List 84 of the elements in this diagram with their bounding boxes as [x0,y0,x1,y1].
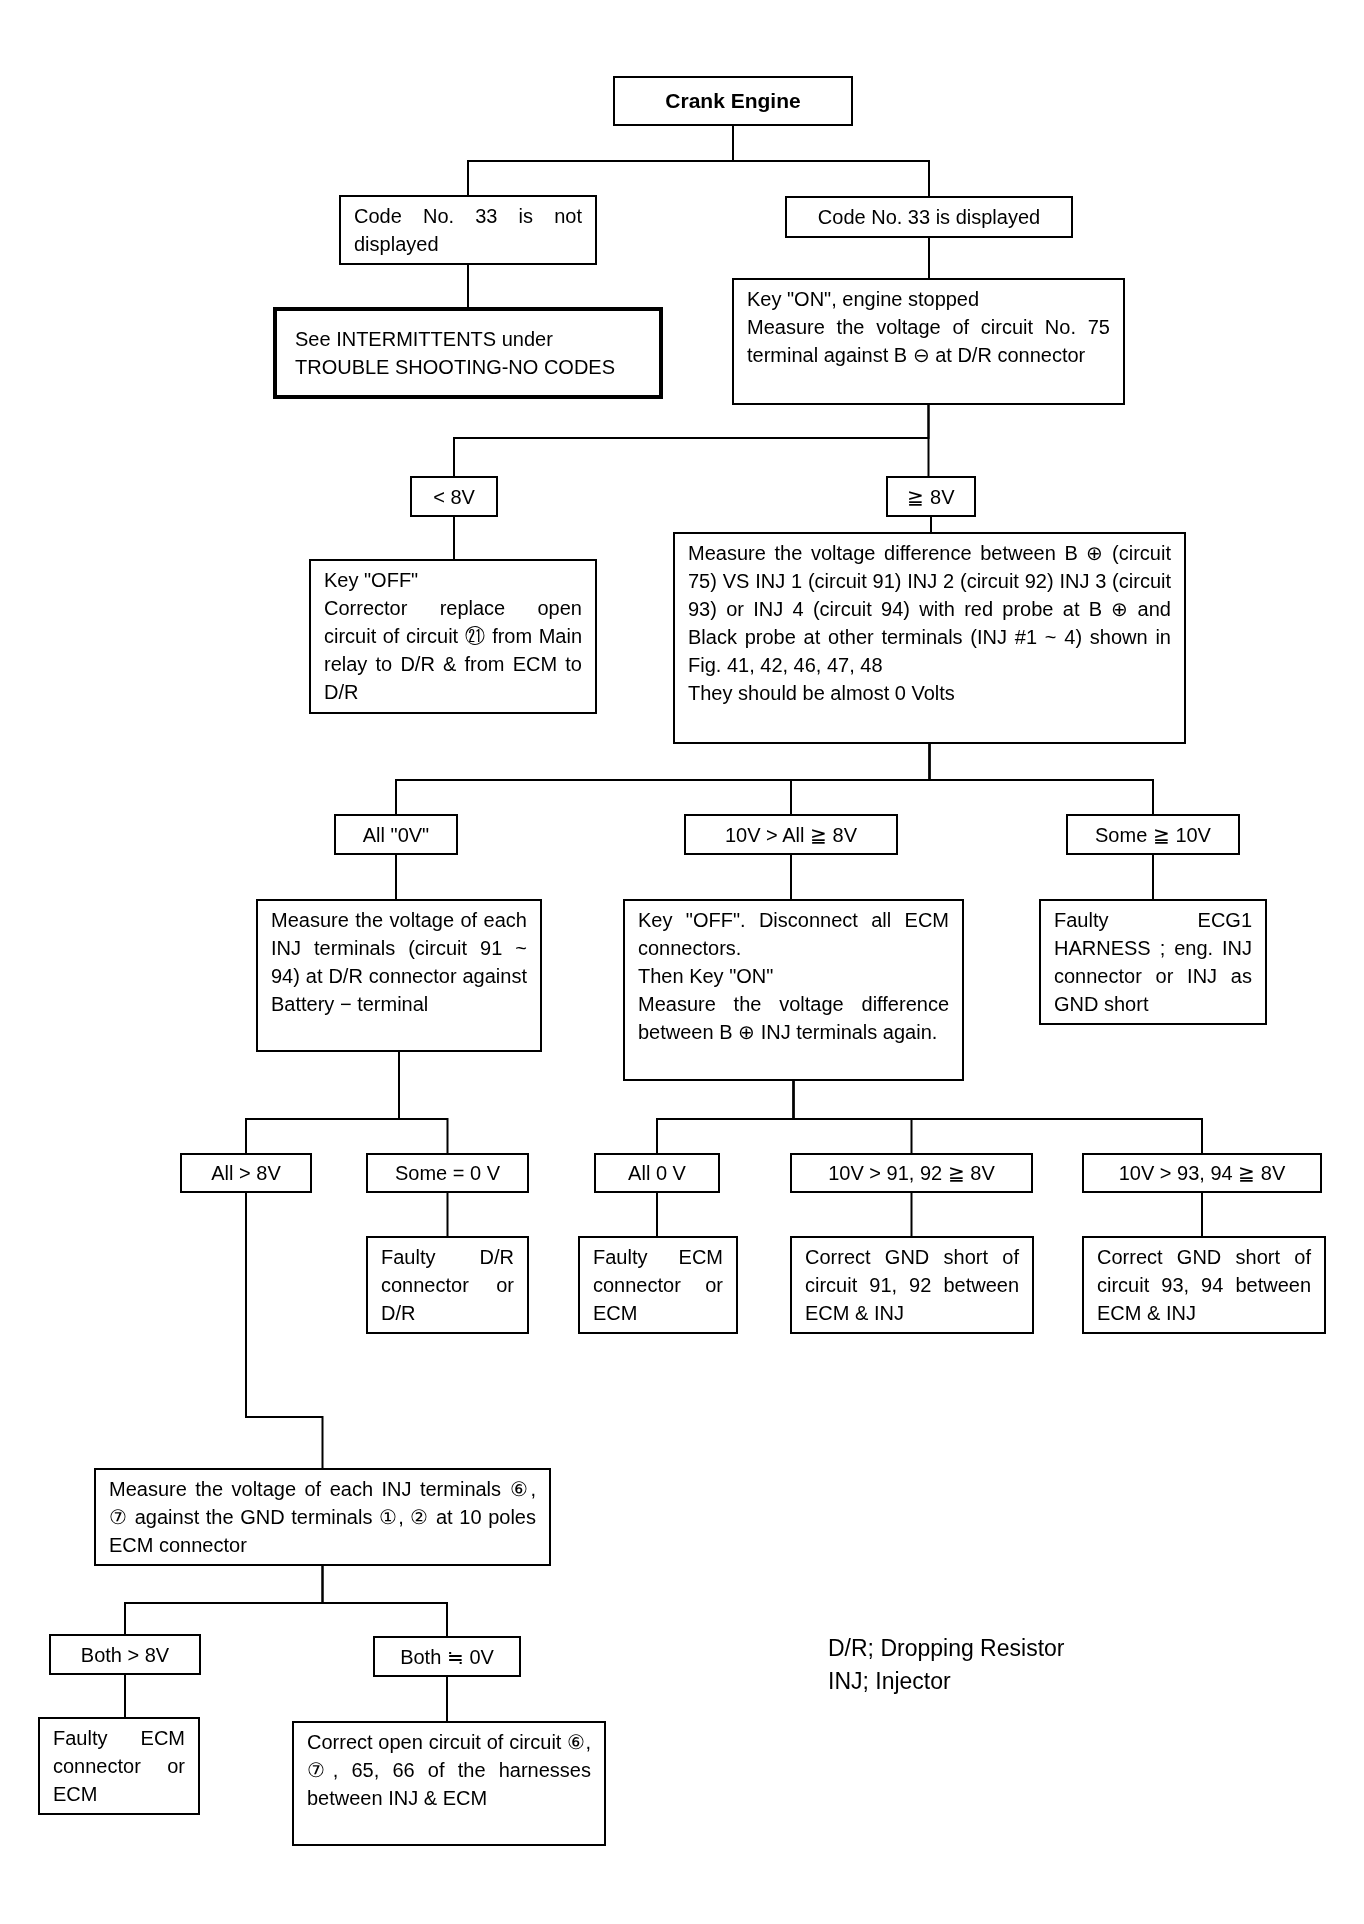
step-text: They should be almost 0 Volts [688,681,955,706]
step-box [309,559,597,714]
step-box [292,1721,606,1846]
step-box [94,1468,551,1566]
connector-line [453,516,455,560]
step-text: Key "OFF" [324,568,419,593]
condition-text: 10V > All ≧ 8V [724,822,858,848]
step-text: Faulty ECG1 HARNESS ; eng. INJ connector or INJ as GND short [1054,908,1252,1017]
step-text: Correct GND short of circuit 93, 94 between ECM & INJ [1097,1245,1311,1326]
connector-line [910,1192,913,1237]
step-text: Measure the voltage difference between B ⊕ (circuit 75) VS INJ 1 (circuit 91) INJ 2 (circuit 92) INJ 3 (circuit 93) or INJ 4 (circuit 94) with red probe at B ⊕ and Black probe at other terminals (INJ #1 ~ 4) shown in Fig. 41, 42, 46, 47, 48 [688,541,1171,678]
condition-text: All 0 V [628,1161,686,1186]
condition-text: Both > 8V [80,1642,170,1668]
connector-line [1201,1192,1203,1237]
note-box [273,307,663,399]
connector-line [792,1080,1203,1154]
step-box [623,899,964,1081]
condition-box [790,1153,1033,1193]
connector-line [928,237,930,279]
connector-line [928,743,1154,815]
connector-line [467,264,469,308]
step-box [732,278,1125,405]
step-text: Faulty D/R connector or D/R [381,1245,514,1326]
connector-line [245,1192,324,1469]
connector-line [446,1676,448,1722]
condition-box [334,814,458,855]
connector-line [446,1192,449,1237]
condition-text: ≧ 8V [907,484,955,510]
condition-text: Code No. 33 is displayed [817,205,1041,230]
step-text: Faulty ECM connector or ECM [593,1245,723,1326]
step-box [339,195,597,265]
start-text: Crank Engine [665,88,801,114]
step-box [790,1236,1034,1334]
abbreviation-note: D/R; Dropping Resistor [828,1634,1065,1663]
connector-line [1152,854,1154,900]
step-text: Faulty ECM connector or ECM [53,1726,185,1807]
connector-line [395,854,397,900]
start-box [613,76,853,126]
step-box [1039,899,1267,1025]
step-text: Code No. 33 is not displayed [354,204,582,257]
step-box [578,1236,738,1334]
connector-line [398,1051,449,1154]
condition-box [410,476,498,517]
condition-box [886,476,976,517]
condition-box [1066,814,1240,855]
step-box [256,899,542,1052]
condition-text: Both ≒ 0V [400,1644,494,1670]
step-box [366,1236,529,1334]
step-text: Correct GND short of circuit 91, 92 between ECM & INJ [805,1245,1019,1326]
step-text: Measure the voltage of each INJ terminals ⑥, ⑦ against the GND terminals ①, ② at 10 poles ECM connector [109,1477,536,1558]
step-text: Correct open circuit of circuit ⑥, ⑦, 65, 66 of the harnesses between INJ & ECM [307,1730,591,1811]
connector-line [930,516,932,533]
step-text: Measure the voltage of each INJ terminals (circuit 91 ~ 94) at D/R connector against Battery − terminal [271,908,527,1017]
connector-line [927,404,930,477]
condition-text: All "0V" [362,822,430,848]
connector-line [321,1565,448,1637]
step-text: Measure the voltage of circuit No. 75 terminal against B ⊖ at D/R connector [747,315,1110,368]
condition-box [684,814,898,855]
connector-line [124,1674,126,1718]
step-text: Corrector replace open circuit of circuit ㉑ from Main relay to D/R & from ECM to D/R [324,596,582,705]
condition-box [1082,1153,1322,1193]
condition-box [180,1153,312,1193]
condition-text: 10V > 91, 92 ≧ 8V [828,1161,995,1186]
connector-line [656,1192,658,1237]
step-box [673,532,1186,744]
condition-box [49,1634,201,1675]
condition-box [373,1636,521,1677]
condition-text: < 8V [433,484,475,510]
step-box [38,1717,200,1815]
condition-text: Some = 0 V [394,1161,501,1186]
condition-box [785,196,1073,238]
step-text: Measure the voltage difference between B ⊕ INJ terminals again. [638,992,949,1045]
condition-box [594,1153,720,1193]
abbreviation-note: INJ; Injector [828,1667,951,1696]
condition-text: 10V > 93, 94 ≧ 8V [1118,1161,1286,1186]
note-text: See INTERMITTENTS under TROUBLE SHOOTING-NO CODES [295,327,617,380]
step-text: Key "OFF". Disconnect all ECM connectors. [638,908,949,961]
step-box [1082,1236,1326,1334]
condition-text: All > 8V [211,1161,281,1186]
connector-line [790,854,792,900]
condition-text: Some ≧ 10V [1095,822,1211,848]
step-text: Then Key "ON" [638,964,774,989]
condition-box [366,1153,529,1193]
step-text: Key "ON", engine stopped [747,287,980,312]
